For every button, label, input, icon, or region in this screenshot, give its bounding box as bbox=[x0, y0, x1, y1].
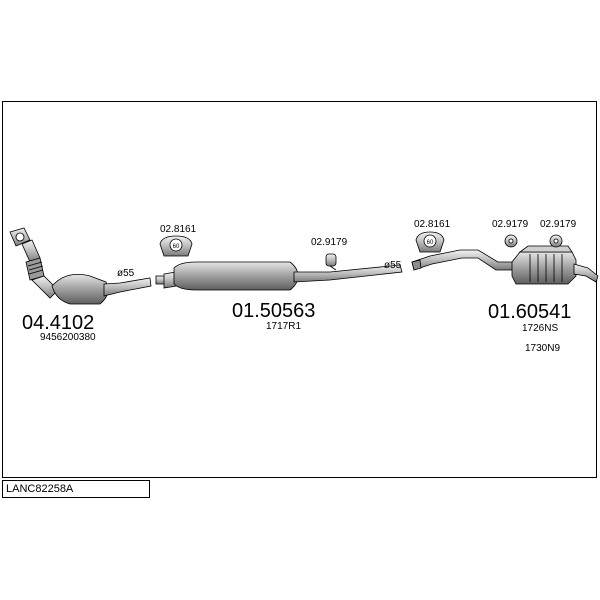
fitting-code-clamp2: 02.8161 bbox=[414, 219, 451, 230]
part-number-cat: 04.4102 bbox=[22, 312, 94, 334]
part-number-mid: 01.50563 bbox=[232, 300, 315, 322]
diameter-label-1: ø55 bbox=[117, 268, 135, 279]
part-ref-rear-1: 1726NS bbox=[522, 323, 558, 334]
hanger-1-drawing bbox=[325, 253, 337, 271]
part-ref-mid: 1717R1 bbox=[266, 321, 301, 332]
part-ref-cat: 9456200380 bbox=[40, 332, 96, 343]
middle-silencer-drawing bbox=[155, 261, 403, 291]
svg-text:60: 60 bbox=[173, 244, 180, 250]
diagram-id-box: LANC82258A bbox=[2, 480, 150, 498]
diagram-frame bbox=[2, 101, 597, 478]
fitting-code-clamp1: 02.8161 bbox=[160, 224, 197, 235]
hanger-3-drawing bbox=[549, 234, 563, 248]
svg-text:60: 60 bbox=[427, 240, 434, 246]
fitting-code-hanger1: 02.9179 bbox=[311, 237, 348, 248]
hanger-2-drawing bbox=[504, 234, 518, 248]
diameter-label-2: ø55 bbox=[384, 260, 402, 271]
clamp-1-drawing: 60 bbox=[159, 235, 193, 257]
catalytic-converter-drawing bbox=[9, 227, 152, 305]
part-number-rear: 01.60541 bbox=[488, 301, 571, 323]
part-ref-rear-2: 1730N9 bbox=[525, 343, 560, 354]
clamp-2-drawing: 60 bbox=[415, 231, 445, 253]
diagram-id: LANC82258A bbox=[6, 483, 74, 495]
fitting-code-hanger2: 02.9179 bbox=[492, 219, 529, 230]
fitting-code-hanger3: 02.9179 bbox=[540, 219, 577, 230]
rear-silencer-drawing bbox=[411, 245, 599, 285]
